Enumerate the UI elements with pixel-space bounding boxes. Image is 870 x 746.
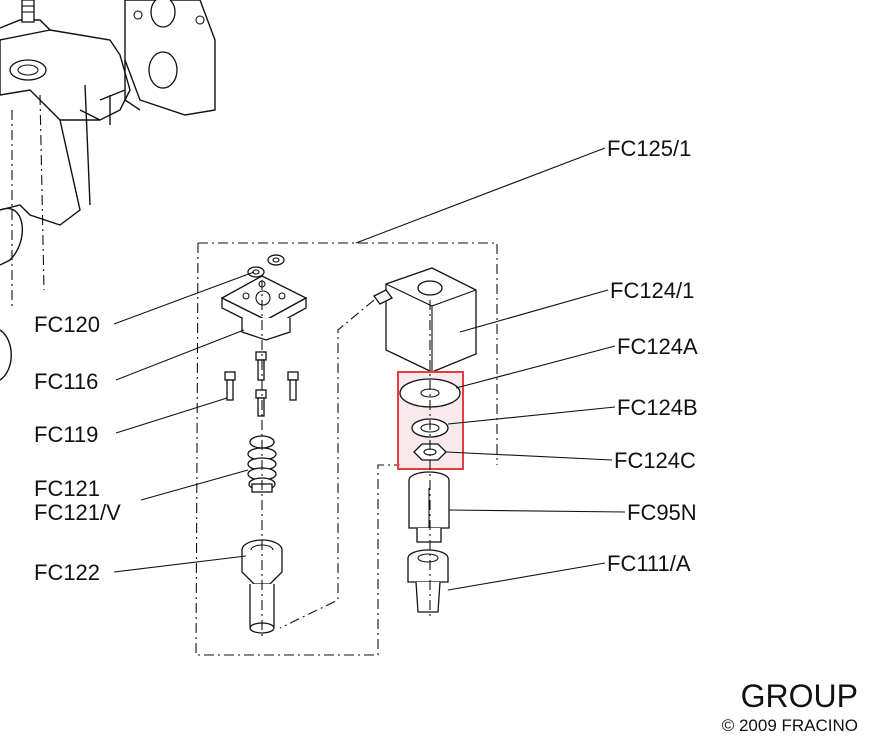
- fc116-cover-plate: [220, 275, 308, 341]
- label-fc121: FC121: [34, 476, 100, 501]
- label-fc125-1: FC125/1: [607, 136, 691, 161]
- fc120-washers: [247, 254, 285, 278]
- group-outline-left: [195, 242, 498, 656]
- fc111a-nut: [407, 549, 449, 613]
- label-fc121v: FC121/V: [34, 500, 121, 525]
- copyright-notice: © 2009 FRACINO: [721, 716, 858, 735]
- label-fc111a: FC111/A: [607, 551, 691, 576]
- fc95n-fitting: [408, 471, 450, 543]
- label-fc124-1: FC124/1: [610, 278, 694, 303]
- leader-lines: [113, 147, 626, 591]
- group-title: GROUP: [740, 678, 858, 714]
- machine-body-drawing: [0, 0, 216, 381]
- label-fc124b: FC124B: [617, 395, 698, 420]
- label-fc120: FC120: [34, 312, 100, 337]
- label-fc116: FC116: [34, 369, 98, 394]
- label-fc119: FC119: [34, 422, 98, 447]
- label-fc95n: FC95N: [627, 500, 697, 525]
- label-fc122: FC122: [34, 560, 100, 585]
- fc119-screws: [224, 351, 299, 417]
- fc124-1-coil: [373, 267, 477, 373]
- label-fc124a: FC124A: [617, 334, 698, 359]
- label-fc124c: FC124C: [614, 448, 696, 473]
